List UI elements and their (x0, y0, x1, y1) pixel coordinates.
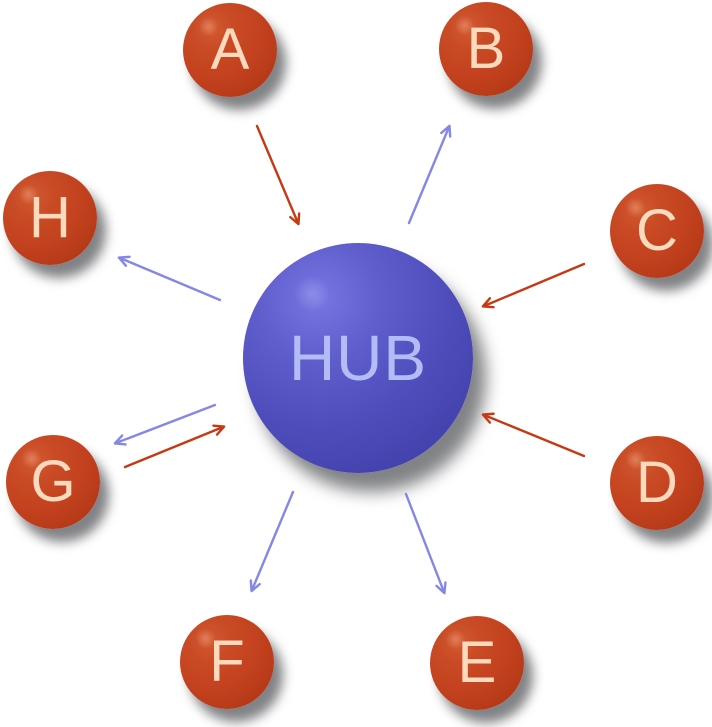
node-label-f: F (209, 629, 245, 694)
node-circle-a: A (183, 3, 277, 97)
node-circle-c: C (610, 184, 704, 278)
node-circle-g: G (6, 435, 100, 529)
arrow-hub-to-e (404, 492, 447, 595)
node-label-h: H (29, 185, 71, 250)
node-label-a: A (210, 17, 250, 82)
node-circle-d: D (610, 436, 704, 530)
hub-node: HUB (243, 243, 473, 473)
node-circle-f: F (180, 615, 274, 709)
node-circle-e: E (430, 616, 524, 710)
arrow-hub-to-h (117, 255, 222, 302)
arrow-c-to-hub (481, 262, 586, 309)
arrow-d-to-hub (481, 412, 586, 458)
node-label-c: C (636, 198, 678, 263)
node-label-b: B (466, 16, 506, 81)
node-label-g: G (30, 449, 76, 514)
arrow-hub-to-f (249, 490, 295, 593)
hub-label: HUB (288, 322, 428, 394)
node-circle-b: B (439, 2, 533, 96)
arrow-hub-to-g (113, 403, 217, 446)
arrow-hub-to-b (407, 124, 452, 225)
node-label-e: E (457, 630, 497, 695)
arrow-a-to-hub (255, 124, 301, 226)
node-label-d: D (636, 450, 678, 515)
arrow-g-to-hub (123, 424, 226, 469)
node-circle-h: H (3, 171, 97, 265)
